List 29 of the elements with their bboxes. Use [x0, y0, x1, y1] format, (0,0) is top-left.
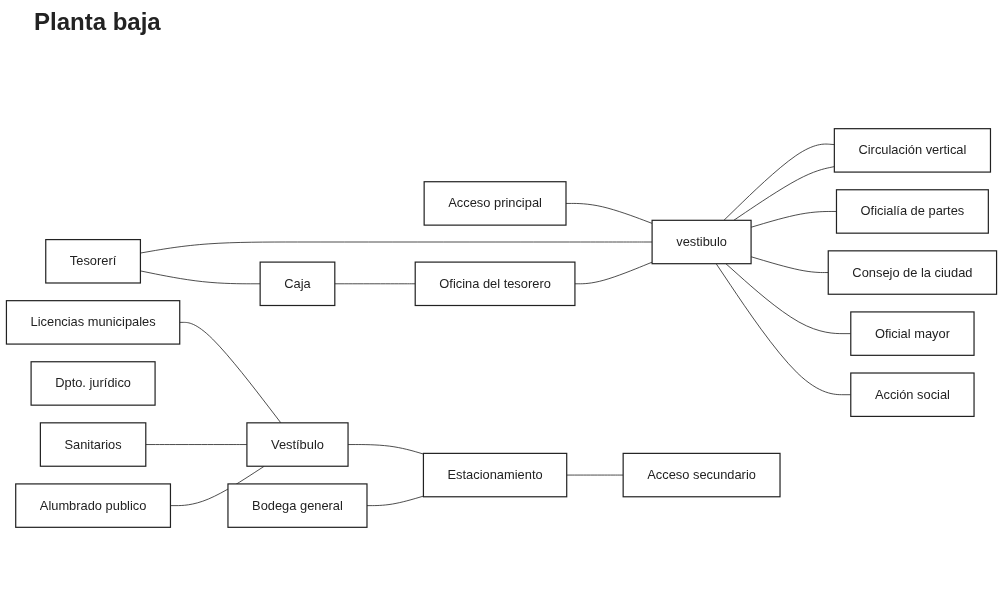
node-box: Estacionamiento	[422, 452, 568, 498]
connector	[574, 261, 653, 285]
node-box: Oficial mayor	[850, 311, 975, 356]
node-box: Vestíbulo	[246, 422, 349, 467]
node-box: Oficina del tesorero	[414, 261, 576, 307]
connector	[170, 465, 265, 506]
node-box: Acceso principal	[423, 181, 567, 226]
node-box: Acceso secundario	[622, 452, 781, 498]
node-box: Acción social	[850, 372, 975, 417]
connector	[334, 283, 416, 285]
node-box: vestibulo	[651, 219, 752, 265]
connector	[179, 321, 282, 424]
connector	[140, 270, 261, 285]
node-box: Bodega general	[227, 483, 368, 528]
node-box: Tesorerí	[45, 239, 142, 284]
node-box: Consejo de la ciudad	[827, 250, 998, 295]
node-box: Caja	[259, 261, 336, 307]
node-box: Alumbrado publico	[15, 483, 172, 528]
node-box: Circulación vertical	[833, 128, 992, 173]
node-box: Sanitarios	[39, 422, 147, 467]
connector	[366, 495, 424, 506]
node-box: Oficialía de partes	[835, 189, 989, 234]
connector	[140, 241, 653, 254]
diagram-title: Planta baja	[34, 8, 161, 36]
node-box: Dpto. jurídico	[30, 361, 156, 406]
connector	[733, 166, 835, 221]
connector	[723, 143, 835, 221]
connector	[566, 474, 624, 476]
node-box: Licencias municipales	[5, 300, 181, 345]
